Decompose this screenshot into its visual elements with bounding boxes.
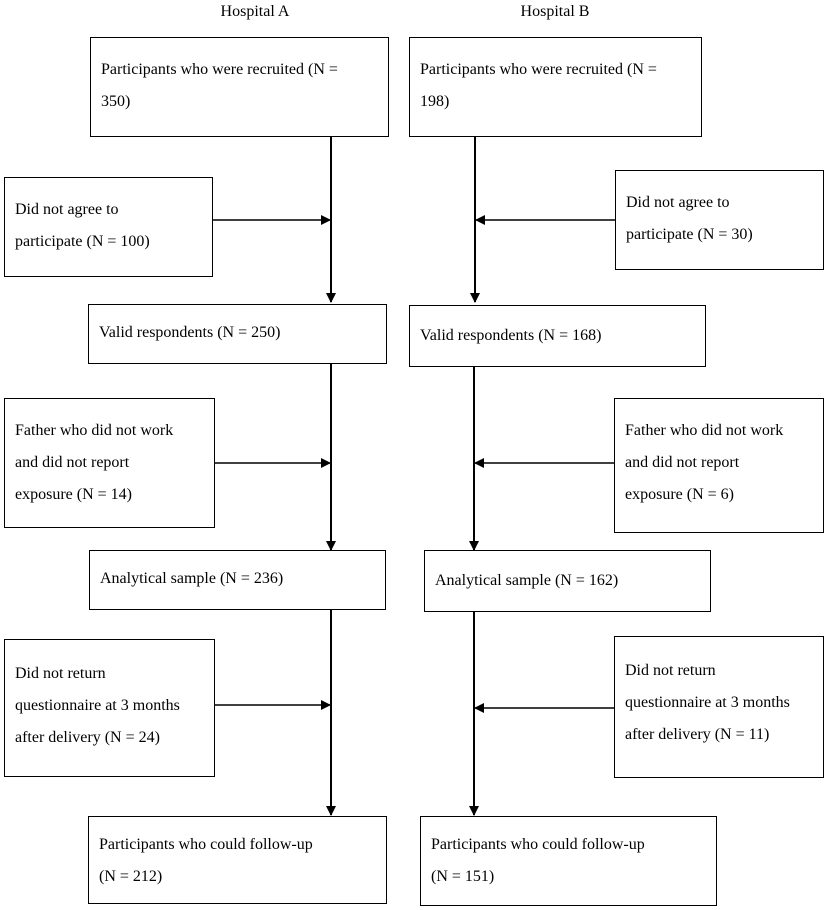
b-recruited-box: Participants who were recruited (N = 198… <box>409 37 702 137</box>
a-not-agree-text: Did not agree to participate (N = 100) <box>15 201 150 250</box>
a-analytical-box: Analytical sample (N = 236) <box>89 550 386 610</box>
a-not-agree-box: Did not agree to participate (N = 100) <box>4 177 213 277</box>
b-valid-text: Valid respondents (N = 168) <box>420 327 602 344</box>
a-recruited-text: Participants who were recruited (N = 350… <box>101 61 338 110</box>
a-followup-box: Participants who could follow-up (N = 21… <box>88 816 387 904</box>
b-valid-box: Valid respondents (N = 168) <box>409 305 706 367</box>
a-recruited-box: Participants who were recruited (N = 350… <box>90 37 389 137</box>
a-followup-text: Participants who could follow-up (N = 21… <box>99 836 313 885</box>
b-father-excluded-box: Father who did not work and did not repo… <box>614 398 824 533</box>
a-not-returned-text: Did not return questionnaire at 3 months… <box>15 665 180 746</box>
b-recruited-text: Participants who were recruited (N = 198… <box>420 61 657 110</box>
b-followup-text: Participants who could follow-up (N = 15… <box>431 836 645 885</box>
a-father-excluded-text: Father who did not work and did not repo… <box>15 422 174 503</box>
b-not-agree-box: Did not agree to participate (N = 30) <box>615 170 824 270</box>
hospital-b-header: Hospital B <box>520 3 590 20</box>
b-father-excluded-text: Father who did not work and did not repo… <box>625 422 784 503</box>
a-not-returned-box: Did not return questionnaire at 3 months… <box>4 639 215 777</box>
b-followup-box: Participants who could follow-up (N = 15… <box>420 816 717 906</box>
a-valid-box: Valid respondents (N = 250) <box>88 304 387 364</box>
b-not-returned-text: Did not return questionnaire at 3 months… <box>625 662 790 743</box>
a-analytical-text: Analytical sample (N = 236) <box>100 570 284 587</box>
b-analytical-text: Analytical sample (N = 162) <box>435 572 619 589</box>
b-not-returned-box: Did not return questionnaire at 3 months… <box>614 636 824 778</box>
hospital-a-header: Hospital A <box>220 3 290 20</box>
b-not-agree-text: Did not agree to participate (N = 30) <box>626 194 753 243</box>
b-analytical-box: Analytical sample (N = 162) <box>424 550 711 612</box>
a-valid-text: Valid respondents (N = 250) <box>99 324 281 341</box>
a-father-excluded-box: Father who did not work and did not repo… <box>4 398 215 528</box>
